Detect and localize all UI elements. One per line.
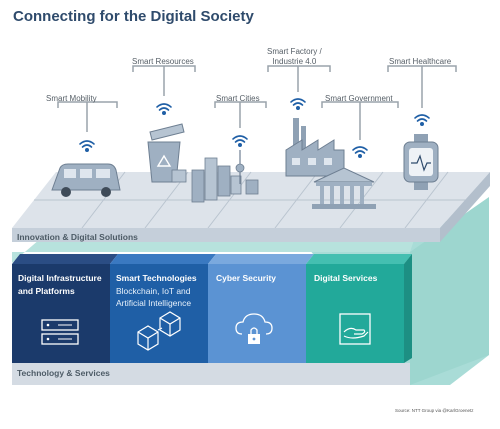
cubes-icon: [137, 311, 181, 351]
wifi-icon: [414, 114, 430, 127]
label-smart-factory: Smart Factory / Industrie 4.0: [267, 47, 322, 67]
box-smart-technologies-subtitle2: Artificial Intelligence: [116, 298, 192, 308]
box-smart-technologies-title: Smart Technologies: [116, 273, 197, 283]
platform-front: [12, 228, 440, 242]
bottom-strip: [12, 363, 410, 385]
server-rack-icon: [41, 319, 79, 345]
box-cyber-security-text: Cyber Security: [216, 272, 304, 285]
box-digital-infrastructure-title2: and Platforms: [18, 285, 75, 296]
wifi-icon: [352, 146, 368, 159]
box-smart-technologies-text: Smart Technologies Blockchain, IoT and A…: [116, 272, 206, 310]
wifi-icon: [79, 140, 95, 153]
label-smart-factory-line2: Industrie 4.0: [272, 57, 317, 66]
box-smart-technologies-subtitle: Blockchain, IoT and: [116, 285, 191, 296]
factory-icon: [285, 118, 345, 177]
source-credit: Source: NTT Group via @KarlGroenetz: [395, 408, 474, 413]
box-cyber-security-title: Cyber Security: [216, 273, 276, 283]
recycle-bin-icon: [147, 123, 187, 183]
hand-service-icon: [339, 313, 371, 345]
block-right-face: [410, 197, 489, 385]
car-icon: [51, 163, 121, 197]
page-title: Connecting for the Digital Society: [13, 8, 254, 25]
layer-label-technology: Technology & Services: [17, 368, 110, 378]
label-connectors: [57, 65, 457, 140]
label-smart-government: Smart Government: [325, 94, 393, 103]
wifi-icon: [232, 135, 248, 148]
smartwatch-icon: [403, 134, 439, 190]
cloud-lock-icon: [235, 313, 273, 344]
layer-label-innovation: Innovation & Digital Solutions: [17, 232, 138, 242]
box-digital-services-text: Digital Services: [314, 272, 402, 285]
wifi-icon: [290, 98, 306, 111]
box-digital-infrastructure-text: Digital Infrastructure and Platforms: [18, 272, 106, 297]
label-smart-healthcare: Smart Healthcare: [389, 57, 452, 66]
label-smart-cities: Smart Cities: [216, 94, 260, 103]
label-smart-mobility: Smart Mobility: [46, 94, 97, 103]
box-smart-technologies: [110, 264, 208, 363]
box-digital-infrastructure-title: Digital Infrastructure: [18, 273, 102, 283]
platform-side: [440, 172, 490, 242]
government-building-icon: [312, 167, 376, 209]
box-cyber-security: [208, 264, 306, 363]
label-smart-resources: Smart Resources: [132, 57, 194, 66]
box-digital-infrastructure: [12, 264, 110, 363]
wifi-icon: [156, 103, 172, 116]
city-buildings-icon: [191, 150, 259, 203]
label-smart-factory-line1: Smart Factory /: [267, 47, 322, 56]
box-digital-services-title: Digital Services: [314, 273, 378, 283]
